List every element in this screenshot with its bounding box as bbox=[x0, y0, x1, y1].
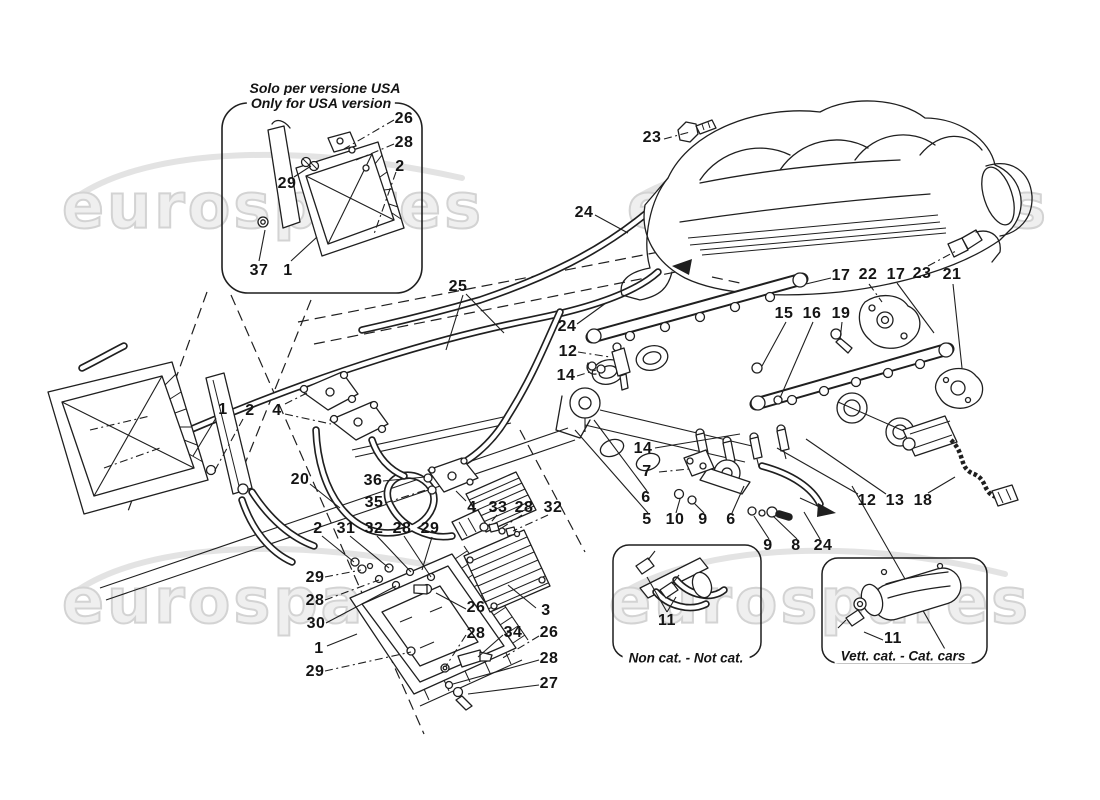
leader-lines bbox=[192, 119, 963, 695]
part-number-label: 22 bbox=[858, 266, 878, 283]
part-number-label: 15 bbox=[774, 305, 794, 322]
throttle-position-sensor bbox=[902, 415, 1019, 507]
part-number-label: 17 bbox=[886, 266, 906, 283]
part-number-label: 3 bbox=[541, 602, 551, 619]
flow-arrow bbox=[672, 259, 836, 517]
part-number-label: 17 bbox=[831, 267, 851, 284]
part-number-label: 34 bbox=[503, 624, 523, 641]
part-number-label: 2 bbox=[313, 520, 323, 537]
part-number-label: 10 bbox=[665, 511, 685, 528]
part-number-label: 35 bbox=[364, 494, 384, 511]
part-number-label: 36 bbox=[363, 472, 383, 489]
part-number-label: 30 bbox=[306, 615, 326, 632]
part-number-label: 12 bbox=[558, 343, 578, 360]
part-number-label: 29 bbox=[305, 663, 325, 680]
usa-ecu-drawing bbox=[257, 119, 405, 257]
left-ecu-drawing bbox=[47, 361, 318, 566]
part-number-label: 28 bbox=[392, 520, 412, 537]
part-number-label: 33 bbox=[488, 499, 508, 516]
part-number-label: 9 bbox=[763, 537, 773, 554]
part-number-label: 8 bbox=[791, 537, 801, 554]
part-number-label: 9 bbox=[698, 511, 708, 528]
part-number-label: 28 bbox=[394, 134, 414, 151]
part-number-label: 11 bbox=[658, 612, 676, 629]
non-cat-caption: Non cat. - Not cat. bbox=[622, 650, 750, 666]
part-number-label: 23 bbox=[912, 265, 932, 282]
part-number-label: 28 bbox=[305, 592, 325, 609]
part-number-label: 7 bbox=[642, 463, 652, 480]
part-number-label: 18 bbox=[913, 492, 933, 509]
mounting-plates bbox=[751, 295, 984, 409]
part-number-label: 26 bbox=[539, 624, 559, 641]
part-number-label: 32 bbox=[543, 499, 563, 516]
part-number-label: 14 bbox=[556, 367, 576, 384]
intake-manifold-drawing bbox=[620, 100, 1033, 301]
part-number-label: 11 bbox=[884, 630, 902, 647]
part-number-label: 4 bbox=[272, 402, 282, 419]
part-number-label: 32 bbox=[364, 520, 384, 537]
part-number-label: 4 bbox=[467, 499, 477, 516]
cat-inset-box bbox=[821, 557, 988, 664]
part-number-label: 20 bbox=[290, 471, 310, 488]
part-number-label: 31 bbox=[336, 520, 356, 537]
part-number-label: 5 bbox=[642, 511, 652, 528]
part-number-label: 28 bbox=[539, 650, 559, 667]
part-number-label: 24 bbox=[574, 204, 594, 221]
part-number-label: 25 bbox=[448, 278, 468, 295]
part-number-label: 13 bbox=[885, 492, 905, 509]
hose-loop bbox=[312, 426, 456, 541]
non-cat-inset-box bbox=[612, 544, 762, 659]
part-number-label: 6 bbox=[641, 489, 651, 506]
part-number-label: 26 bbox=[466, 599, 486, 616]
part-number-label: 23 bbox=[642, 129, 662, 146]
part-number-label: 1 bbox=[314, 640, 324, 657]
fuel-injectors bbox=[611, 342, 790, 472]
part-number-label: 37 bbox=[249, 262, 269, 279]
part-number-label: 24 bbox=[813, 537, 833, 554]
hardware-screws bbox=[350, 522, 521, 711]
part-number-label: 12 bbox=[857, 492, 877, 509]
part-number-label: 28 bbox=[466, 625, 486, 642]
usa-box-title-english: Only for USA version bbox=[246, 95, 396, 111]
part-number-label: 2 bbox=[245, 402, 255, 419]
return-hose bbox=[758, 462, 824, 508]
part-number-label: 14 bbox=[633, 440, 653, 457]
pressure-regulators bbox=[555, 361, 793, 521]
part-number-label: 28 bbox=[514, 499, 534, 516]
part-number-label: 19 bbox=[831, 305, 851, 322]
part-number-label: 26 bbox=[394, 110, 414, 127]
part-number-label: 21 bbox=[942, 266, 962, 283]
part-number-label: 1 bbox=[218, 401, 228, 418]
watermark-text: eurospares bbox=[61, 169, 485, 244]
mounting-brackets bbox=[299, 370, 479, 495]
part-number-label: 16 bbox=[802, 305, 822, 322]
part-number-label: 1 bbox=[283, 262, 293, 279]
part-number-label: 29 bbox=[277, 175, 297, 192]
part-number-label: 2 bbox=[395, 158, 405, 175]
part-number-label: 27 bbox=[539, 675, 559, 692]
fuel-rail-rear bbox=[749, 342, 955, 411]
part-number-label: 24 bbox=[557, 318, 577, 335]
cat-caption: Vett. cat. - Cat. cars bbox=[834, 648, 972, 664]
part-number-label: 29 bbox=[420, 520, 440, 537]
part-number-label: 29 bbox=[305, 569, 325, 586]
usa-box-title-italian: Solo per versione USA bbox=[245, 80, 405, 96]
fuel-rail-front bbox=[585, 272, 809, 344]
part-number-label: 6 bbox=[726, 511, 736, 528]
